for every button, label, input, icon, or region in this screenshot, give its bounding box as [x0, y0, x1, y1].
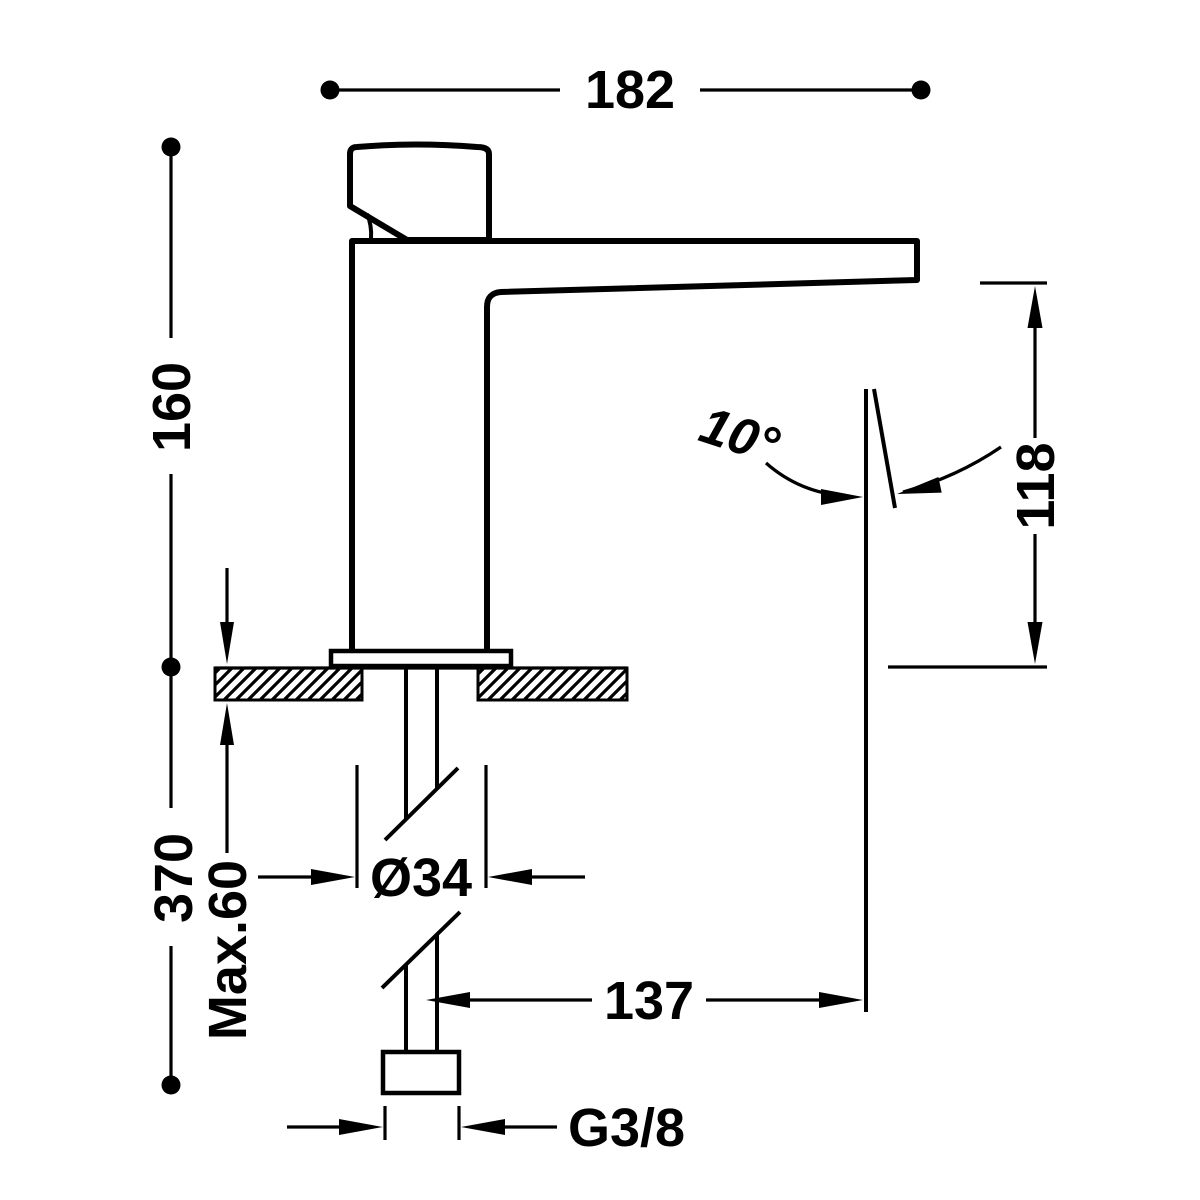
arrowhead-down	[220, 622, 234, 664]
countertop-right-slab	[476, 666, 629, 702]
arrowhead-right	[311, 869, 355, 885]
arrowhead-left	[897, 477, 942, 494]
connector-nut	[380, 1049, 462, 1096]
pipe-break-mark-lower	[380, 910, 462, 990]
dim-endpoint-dot	[161, 657, 181, 677]
dim-182: 182	[320, 60, 931, 120]
water-stream-angled-line	[872, 388, 897, 509]
dim-endpoint-dot	[911, 80, 931, 100]
supply-pipe	[380, 666, 462, 1096]
dim-endpoint-dot	[161, 137, 181, 157]
arrowhead-right	[819, 992, 863, 1008]
dim-label-10deg: 10°	[693, 396, 787, 476]
dim-label-370: 370	[144, 833, 204, 923]
pipe-break-mark-upper	[383, 766, 460, 842]
dim-label-d34: Ø34	[370, 848, 472, 908]
dim-118: 118	[888, 281, 1066, 669]
angle-arc-left	[764, 461, 847, 498]
arrowhead-right	[821, 489, 863, 505]
arrowhead-right	[339, 1119, 383, 1135]
angle-arc-right	[902, 445, 1002, 494]
handle-lever-line	[365, 213, 374, 240]
arrowhead-up	[1027, 286, 1043, 328]
dim-d34: Ø34	[258, 765, 585, 908]
dim-endpoint-dot	[161, 1075, 181, 1095]
arrowhead-left	[488, 869, 532, 885]
countertop-left-slab	[213, 666, 364, 702]
dim-max60: Max.60	[198, 568, 258, 1040]
arrowhead-left	[426, 992, 470, 1008]
countertop	[213, 666, 629, 702]
arrowhead-left	[461, 1119, 505, 1135]
faucet-handle	[347, 141, 492, 243]
handle-outline	[347, 141, 492, 243]
dim-370: 370	[144, 676, 204, 1095]
faucet-body-outline	[349, 238, 920, 658]
dim-label-max60: Max.60	[198, 860, 258, 1040]
dim-endpoint-dot	[320, 80, 340, 100]
water-stream	[864, 388, 897, 1012]
dim-angle-10: 10°	[693, 396, 1002, 505]
arrowhead-up	[220, 703, 234, 745]
dim-label-118: 118	[1006, 442, 1066, 529]
dim-160: 160	[142, 137, 202, 677]
dim-label-160: 160	[142, 362, 202, 452]
dim-label-182: 182	[585, 60, 675, 120]
arrowhead-down	[1027, 622, 1043, 664]
base-flange	[328, 648, 514, 669]
dim-137: 137	[426, 971, 863, 1031]
dim-label-137: 137	[604, 971, 694, 1031]
dim-g38: G3/8	[287, 1098, 685, 1158]
dim-label-g38: G3/8	[568, 1098, 685, 1158]
